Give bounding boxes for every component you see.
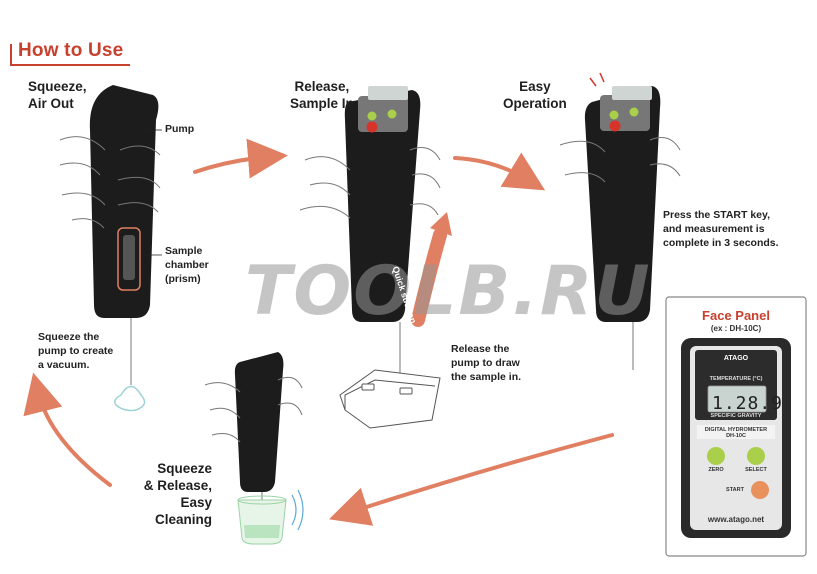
face-panel-frame	[665, 296, 807, 557]
brand-logo: ATAGO	[723, 355, 749, 362]
device-release-illustration	[299, 86, 452, 429]
pump-label: Pump	[165, 123, 195, 135]
note-release: Release the pump to draw the sample in.	[451, 343, 522, 383]
page-title: How to Use	[18, 40, 124, 61]
zero-button-label: ZERO	[708, 467, 724, 473]
arrow-step2-to-step3	[453, 152, 546, 191]
temperature-label: TEMPERATURE (°C)	[709, 376, 763, 382]
step-cleaning-heading: Squeeze & Release, Easy Cleaning	[143, 461, 212, 527]
arrow-cleaning-to-step1	[23, 372, 112, 487]
model-number: DH-10C	[726, 433, 746, 439]
step-squeeze-heading: Squeeze, Air Out	[28, 79, 87, 111]
flow-arrows	[23, 138, 614, 526]
sample-chamber-label: Sample chamber (prism)	[165, 245, 209, 285]
lcd-reading: 1.28.9	[712, 393, 784, 414]
device-operation-illustration	[559, 72, 681, 370]
title-underline	[10, 64, 130, 66]
title-accent-tick	[10, 44, 12, 66]
note-press-start: Press the START key, and measurement is …	[663, 209, 779, 249]
atago-url: www.atago.net	[707, 515, 765, 524]
face-panel-title: Face Panel	[702, 308, 770, 323]
model-name: DIGITAL HYDROMETER	[704, 427, 768, 433]
device-cleaning-illustration	[204, 352, 304, 545]
arrow-step1-to-step2	[193, 138, 288, 179]
step-release-heading: Release, Sample In	[290, 79, 354, 111]
gravity-label: SPECIFIC GRAVITY	[710, 413, 762, 419]
arrow-step3-to-cleaning	[328, 433, 614, 526]
note-squeeze: Squeeze the pump to create a vacuum.	[38, 331, 114, 371]
battery-illustration	[339, 369, 441, 429]
face-panel-example: (ex : DH-10C)	[710, 324, 762, 333]
watermark: TOOLB.RU	[245, 252, 652, 331]
select-button-label: SELECT	[745, 467, 767, 473]
step-easy-heading: Easy Operation	[503, 79, 567, 111]
device-squeeze-illustration	[59, 85, 162, 412]
start-button-label: START	[726, 487, 744, 493]
